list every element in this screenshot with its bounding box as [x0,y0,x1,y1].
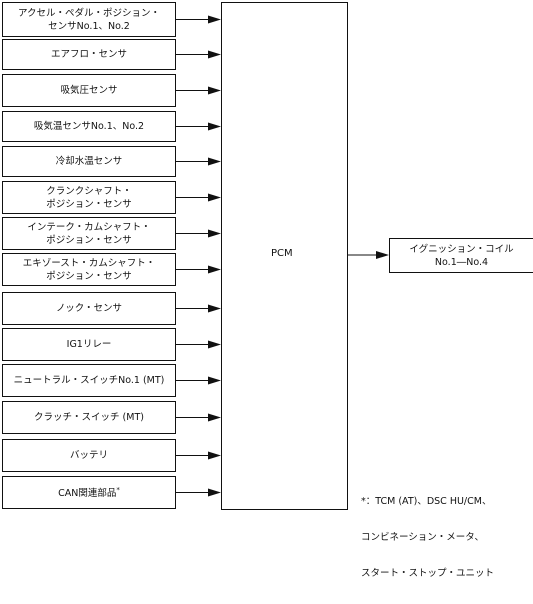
input-label-line1: IG1リレー [66,339,112,350]
input-label-line1: 冷却水温センサ [55,156,123,167]
output-line1: イグニッション・コイル [409,243,514,255]
output-line2: No.1―No.4 [434,256,489,268]
input-box-11: ニュートラル・スイッチNo.1 (MT) [2,364,176,397]
input-label-line1: クランクシャフト・ [46,185,132,197]
input-label-line1: アクセル・ペダル・ポジション・ [17,7,161,19]
input-label-line2: センサNo.1、No.2 [48,20,130,32]
input-label-line1: バッテリ [69,450,108,461]
input-arrowhead-7 [208,229,221,238]
input-box-7: インテーク・カムシャフト・ポジション・センサ [2,217,176,250]
input-arrowhead-12 [208,413,221,422]
footnote-line2: コンビネーション・メータ、 [361,532,485,543]
input-arrowhead-14 [208,488,221,497]
input-box-10: IG1リレー [2,328,176,361]
input-box-14: CAN関連部品* [2,476,176,509]
footnote-line1: *：TCM (AT)、DSC HU/CM、 [361,496,492,507]
input-arrowhead-9 [208,304,221,313]
input-label-line1: 吸気温センサNo.1、No.2 [33,121,145,132]
footnote-line3: スタート・ストップ・ユニット [361,568,495,579]
input-arrowhead-10 [208,340,221,349]
output-ignition-coil-box: イグニッション・コイル No.1―No.4 [389,238,533,273]
input-label-line1: エアフロ・センサ [50,49,127,60]
input-box-8: エキゾースト・カムシャフト・ポジション・センサ [2,253,176,286]
input-label-line2: ポジション・センサ [46,234,132,246]
input-box-12: クラッチ・スイッチ (MT) [2,401,176,434]
input-label-line1: CAN関連部品 [58,488,117,500]
input-box-1: アクセル・ペダル・ポジション・センサNo.1、No.2 [2,2,176,37]
connection-arrows [176,15,389,497]
input-arrowhead-4 [208,122,221,131]
pcm-label: PCM [271,248,293,259]
pcm-block [221,2,348,510]
input-arrowhead-3 [208,86,221,95]
input-arrowhead-6 [208,193,221,202]
input-box-6: クランクシャフト・ポジション・センサ [2,181,176,214]
input-arrowhead-1 [208,15,221,24]
output-arrowhead [376,251,389,259]
input-arrowhead-2 [208,50,221,59]
input-arrowhead-8 [208,265,221,274]
input-label-line1: インテーク・カムシャフト・ [27,221,151,233]
input-label-line1: ノック・センサ [55,303,123,314]
input-box-3: 吸気圧センサ [2,74,176,107]
input-label-line1: エキゾースト・カムシャフト・ [22,257,156,269]
footnote-marker: * [116,486,120,495]
input-label-line1: 吸気圧センサ [60,85,118,96]
input-arrowhead-5 [208,157,221,166]
input-box-2: エアフロ・センサ [2,39,176,70]
input-label-line1: クラッチ・スイッチ (MT) [34,412,144,423]
input-box-4: 吸気温センサNo.1、No.2 [2,111,176,142]
input-arrowhead-13 [208,451,221,460]
input-label-line2: ポジション・センサ [46,198,132,210]
input-box-13: バッテリ [2,439,176,472]
input-label-line2: ポジション・センサ [46,270,132,282]
footnote: *：TCM (AT)、DSC HU/CM、 コンビネーション・メータ、 スタート… [361,472,494,604]
input-label-line1: ニュートラル・スイッチNo.1 (MT) [13,375,165,386]
input-box-9: ノック・センサ [2,292,176,325]
input-arrowhead-11 [208,376,221,385]
input-box-5: 冷却水温センサ [2,146,176,177]
